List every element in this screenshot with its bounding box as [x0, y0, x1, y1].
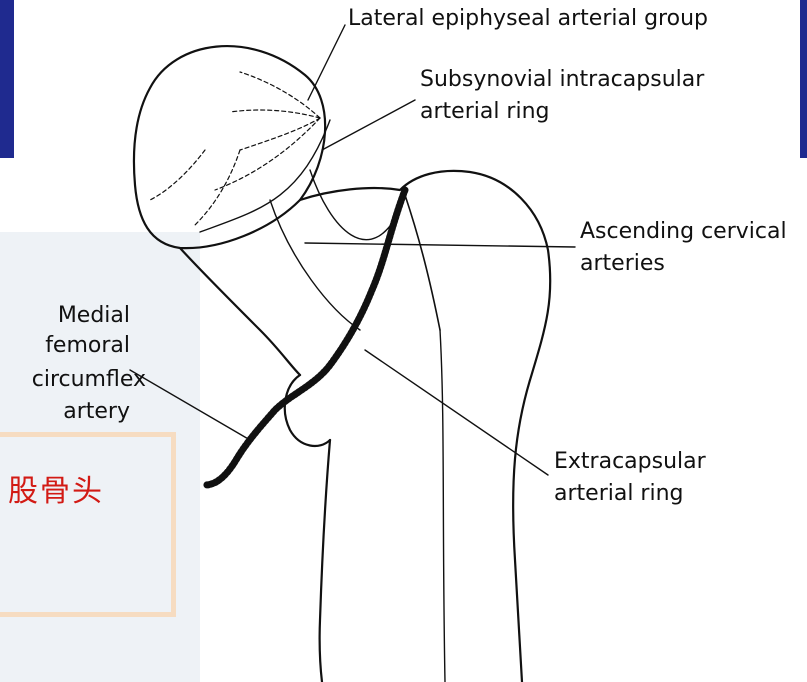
femur-neck-upper: [300, 171, 550, 682]
label-subsynovial-line1: Subsynovial intracapsular: [420, 67, 705, 92]
capsule-line-2: [270, 200, 360, 330]
diagram-labels: Lateral epiphyseal arterial group Subsyn…: [32, 6, 787, 506]
femur-shaft-left: [320, 440, 330, 682]
label-extracapsular-line2: arterial ring: [554, 481, 684, 506]
label-medial-line1: Medial: [58, 303, 130, 328]
leader-lines: [130, 25, 575, 475]
caption-box: [0, 432, 176, 617]
label-ascending-line1: Ascending cervical: [580, 219, 787, 244]
label-ascending-line2: arteries: [580, 251, 665, 276]
label-medial-line2: femoral: [45, 333, 130, 358]
label-lateral-epiphyseal: Lateral epiphyseal arterial group: [348, 6, 708, 31]
label-subsynovial-line2: arterial ring: [420, 99, 550, 124]
label-medial-line4: artery: [63, 399, 130, 424]
caption-femoral-head: 股骨头: [8, 466, 104, 510]
medial-circumflex-artery: [205, 190, 405, 485]
greater-trochanter-edge: [405, 195, 440, 330]
shaft-inner-line: [440, 330, 445, 682]
femoral-head: [134, 46, 325, 248]
epiphyseal-vessels: [150, 72, 320, 225]
label-medial-line3: circumflex: [32, 367, 146, 392]
femur-neck-lower: [180, 248, 300, 375]
capsule-line-1: [200, 120, 330, 232]
capsule-line-3: [310, 170, 400, 240]
label-extracapsular-line1: Extracapsular: [554, 449, 707, 474]
